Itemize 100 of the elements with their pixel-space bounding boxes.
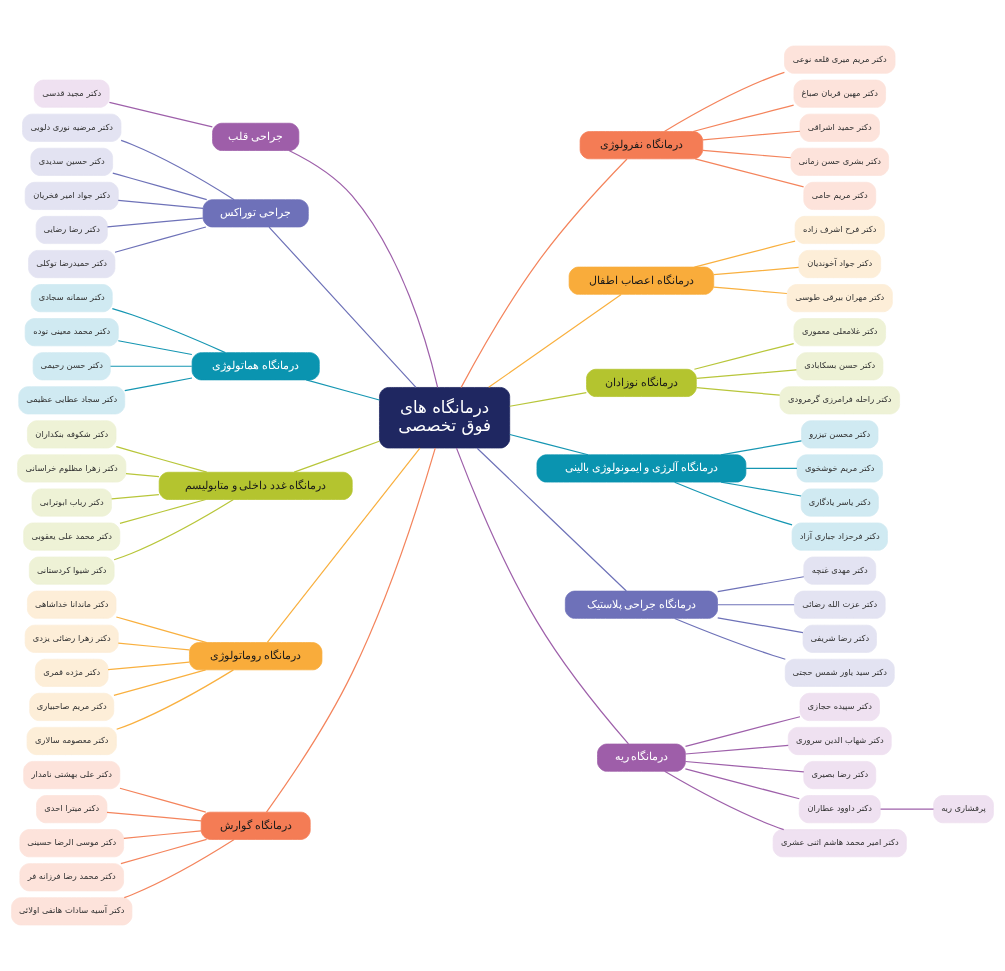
connector: [694, 158, 805, 188]
node-box: دکتر مرضیه نوری دلویی: [22, 113, 122, 142]
node-box: دکتر ماندانا خداشاهی: [27, 590, 117, 619]
connector: [108, 101, 213, 128]
node-box: دکتر حسین سدیدی: [30, 147, 113, 176]
node-box: دکتر محسن تیزرو: [801, 420, 879, 449]
connector: [119, 787, 207, 813]
connector: [879, 808, 935, 810]
connector: [106, 811, 202, 822]
node-box: دکتر جواد امیر فخریان: [24, 181, 119, 210]
node-box: دکتر حسن بسکابادی: [796, 352, 884, 381]
node-box: درمانگاه روماتولوژی: [189, 642, 323, 671]
connector: [455, 447, 630, 745]
connector: [124, 377, 193, 392]
connector: [112, 172, 208, 201]
node-box: دکتر فرح اشرف زاده: [794, 216, 885, 244]
node-box: دکتر راحله فرامرزی گرمرودی: [779, 386, 900, 415]
connector: [713, 266, 800, 276]
connector: [123, 838, 235, 899]
connector: [695, 387, 781, 396]
connector: [702, 149, 792, 159]
node-box: دکتر موسی الرضا حسینی: [19, 829, 124, 858]
node-box: دکتر میترا احدی: [36, 795, 108, 824]
node-box: درمانگاه های فوق تخصصی: [379, 387, 511, 449]
connector: [692, 104, 795, 133]
node-box: دکتر شکوفه بنکداران: [27, 420, 117, 449]
node-box: دکتر حمیدرضا توکلی: [28, 250, 116, 279]
connector: [265, 447, 436, 813]
connector: [125, 472, 160, 478]
connector: [695, 369, 798, 379]
node-box: دکتر رضا بصیری: [803, 761, 877, 790]
node-box: دکتر شیوا کردستانی: [28, 556, 115, 585]
connector: [268, 226, 417, 388]
connector: [720, 440, 802, 456]
connector: [113, 498, 235, 561]
node-box: دکتر زهرا رضائی یزدی: [24, 624, 119, 653]
connector: [119, 498, 207, 524]
connector: [684, 760, 805, 773]
connector: [111, 307, 226, 354]
connector: [509, 392, 587, 407]
node-box: دکتر سجاد عطایی عظیمی: [18, 386, 126, 415]
connector: [117, 199, 204, 209]
node-box: دکتر مهین قربان صباغ: [793, 79, 886, 108]
connector: [663, 71, 786, 133]
node-box: دکتر امیر محمد هاشم اثنی عشری: [772, 829, 907, 858]
node-box: دکتر عزت الله رضائی: [793, 590, 886, 619]
node-box: دکتر مجید قدسی: [33, 79, 110, 108]
node-box: دکتر مهران بیرقی طوسی: [786, 284, 893, 313]
connector: [113, 669, 207, 697]
connector: [488, 293, 622, 388]
node-box: دکتر بشری حسن زمانی: [790, 147, 889, 176]
connector: [123, 830, 202, 839]
connector: [674, 481, 793, 526]
connector: [713, 286, 788, 295]
node-box: دکتر یاسر یادگاری: [800, 488, 879, 517]
node-box: درمانگاه آلرژی و ایمونولوژی بالینی: [536, 454, 747, 483]
node-box: دکتر مریم حامی: [803, 181, 877, 210]
connector: [114, 226, 207, 253]
node-box: دکتر زهرا مظلوم خراسانی: [17, 454, 127, 483]
connector: [720, 481, 802, 497]
node-box: دکتر شهاب الدین سروری: [787, 727, 892, 755]
connector: [111, 494, 160, 500]
connector: [117, 340, 193, 356]
node-box: دکتر سید یاور شمس حجتی: [784, 658, 895, 687]
connector: [684, 744, 789, 755]
node-box: دکتر مژده قمری: [35, 658, 109, 687]
node-box: جراحی توراکس: [202, 199, 309, 228]
connector: [115, 616, 208, 644]
connector: [120, 139, 235, 201]
node-box: دکتر محمد علی یعقوبی: [23, 522, 121, 551]
connector: [745, 467, 798, 470]
node-box: درمانگاه اعصاب اطفال: [568, 266, 715, 295]
node-box: دکتر داوود عطاران: [798, 795, 881, 824]
connector: [266, 447, 421, 643]
node-box: دکتر محمد معینی توده: [24, 318, 119, 347]
connector: [717, 604, 795, 606]
node-box: دکتر رضا رضایی: [35, 216, 108, 244]
connector: [717, 617, 804, 634]
node-box: دکتر معصومه سالاری: [26, 727, 117, 755]
connector: [684, 716, 801, 747]
connector: [674, 617, 786, 660]
connector: [293, 440, 380, 473]
node-box: درمانگاه جراحی پلاستیک: [564, 590, 718, 619]
node-box: درمانگاه نفرولوژی: [579, 131, 704, 160]
node-box: پرفشاری ریه: [933, 795, 994, 824]
node-box: دکتر محمد رضا فرزانه فر: [19, 863, 124, 892]
node-box: درمانگاه هماتولوژی: [191, 352, 320, 381]
connector: [107, 661, 190, 671]
node-box: دکتر غلامعلی معموری: [793, 318, 886, 347]
node-box: درمانگاه گوارش: [200, 811, 311, 840]
node-box: دکتر علی بهشتی نامدار: [23, 761, 121, 790]
connector: [288, 149, 439, 388]
node-box: درمانگاه غدد داخلی و متابولیسم: [158, 471, 353, 500]
node-box: دکتر رضا شریفی: [802, 624, 877, 653]
connector: [120, 838, 208, 865]
connector: [460, 158, 628, 388]
connector: [106, 217, 204, 228]
node-box: دکتر سپیده حجازی: [799, 692, 880, 721]
connector: [664, 770, 785, 831]
node-box: دکتر رباب ابوترابی: [31, 488, 112, 517]
